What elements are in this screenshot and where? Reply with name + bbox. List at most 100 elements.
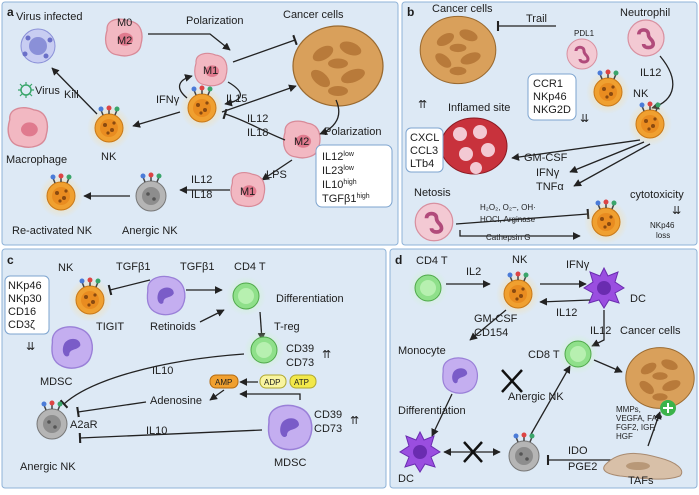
m2-inhibits-nk [222,108,286,141]
mdsc-bottom-cell [267,404,313,451]
netosis-inhibit [455,208,590,225]
adp-badge: ADP [259,374,287,389]
macrophage-cell [7,106,49,148]
panel-b-letter: b [407,5,414,19]
cytokine-item-a: IL12low [322,151,355,163]
tafs-factor-item: FGF2, IGF, [616,423,656,432]
panel-d-letter: d [395,253,402,267]
cancer-cells-label-b: Cancer cells [432,3,493,15]
cd39-up: ⇈ [322,349,331,361]
cd39-label: CD39 [286,343,314,355]
pge2-label: PGE2 [568,461,597,473]
m2-label: M2 [294,136,309,148]
cd73-b-label: CD73 [314,423,342,435]
il12-a-label-d: IL12 [556,307,577,319]
cancer-cells-d [625,347,695,409]
cd8t-label: CD8 T [528,349,560,361]
anergic-to-cd8-arrow [529,365,571,437]
ifng-arrow-a [178,74,193,99]
inflamed-site [440,117,508,175]
polarization-bottom-label: Polarization [324,126,381,138]
cytokine-item-a: TGFβ1high [322,193,370,205]
monocyte-to-dc-arrow [431,393,453,437]
tafs-factor-item: HGF [616,432,633,441]
il12-b-arrow-d [591,310,605,347]
m2-top-label: M2 [117,35,132,47]
gmcsf-arrow [511,139,641,161]
m1-inhibits-cancer [232,34,298,63]
kill-label: Kill [64,89,79,101]
cytokine-item-a: IL10high [322,179,357,191]
anergic-nk-label-a: Anergic NK [122,225,178,237]
retinoids-label: Retinoids [150,321,196,333]
block-cross-bottom [463,441,483,463]
nk-activation-arrow [132,111,181,128]
receptor-item-b: NKG2D [533,104,571,116]
pdl1-label: PDL1 [574,29,595,38]
mdsc-bottom-label: MDSC [274,457,306,469]
receptor-item-b: CCR1 [533,78,563,90]
receptor-box-b [527,73,577,121]
tafs-to-cancer-arrow [647,411,662,447]
tafs-factor-item: MMPs, [616,405,641,414]
macrophage-label: Macrophage [6,154,67,166]
tgfb1-b-label: TGFβ1 [180,261,214,273]
mdsc-top-label: MDSC [40,376,72,388]
nk-kills-cancer-a [221,84,297,113]
treg-label: T-reg [274,321,300,333]
il10-bottom-inhibit [78,429,263,444]
cytotoxicity-down: ⇊ [672,205,681,217]
receptor-item-b: NKp46 [533,91,567,103]
arrows-down-b: ⇊ [580,113,589,125]
mdsc-left-cell [51,326,93,369]
tgfb1-a-label: TGFβ1 [116,261,150,273]
reactivated-nk-label: Re-activated NK [12,225,93,237]
dc-top-label: DC [630,293,646,305]
panel-d [389,248,698,489]
ifng-arrow-b [569,141,645,173]
chemokine-item: CCL3 [410,145,438,157]
polarization-top-label: Polarization [186,15,243,27]
ifng-label-a: IFNγ [156,94,180,106]
cd8t-to-cancer-arrow [593,359,623,373]
netosis-neutrophil [413,201,455,243]
receptor-item-c: NKp46 [8,280,42,292]
m1-bottom-label: M1 [240,186,255,198]
cancer-cells-b [419,15,497,85]
amp-badge: AMP [209,374,239,389]
netosis-label: Netosis [414,187,451,199]
svg-text:AMP: AMP [215,378,232,387]
treg-cell [243,329,285,371]
panel-a-letter: a [7,5,14,19]
il2-label: IL2 [466,266,481,278]
svg-text:ATP: ATP [294,378,309,387]
il18-bottom-label: IL18 [191,189,212,201]
atp-badge: ATP [289,374,317,389]
neutrophil-label: Neutrophil [620,7,670,19]
arrows-down-c: ⇊ [26,341,35,353]
monocyte-cell [442,357,478,394]
tnfa-label-b: TNFα [536,181,564,193]
ido-label: IDO [568,445,588,457]
nkp46-loss-2: loss [656,231,670,240]
cancer-to-m2-arrow [319,99,340,136]
tgfb1-inhibit [107,279,151,296]
cathepsin-label: Cathepsin G [486,233,530,242]
chemokine-item: CXCL [410,132,439,144]
panel-c-letter: c [7,253,14,267]
tafs-factor-item: VEGFA, FAP [616,414,662,423]
cathepsin-arrow [459,230,581,240]
cytokine-box-a [315,144,393,208]
nk-label-d: NK [512,254,528,266]
nk-to-monocyte-arrow [469,309,507,341]
cd4t-label-d: CD4 T [416,255,448,267]
il12-bottom-label: IL12 [191,174,212,186]
cancer-cells-label-d: Cancer cells [620,325,681,337]
cancer-cells-label-a: Cancer cells [283,9,344,21]
virus-icon [18,82,34,98]
differentiation-label-d: Differentiation [398,405,466,417]
cytokine-item-a: IL23low [322,165,355,177]
